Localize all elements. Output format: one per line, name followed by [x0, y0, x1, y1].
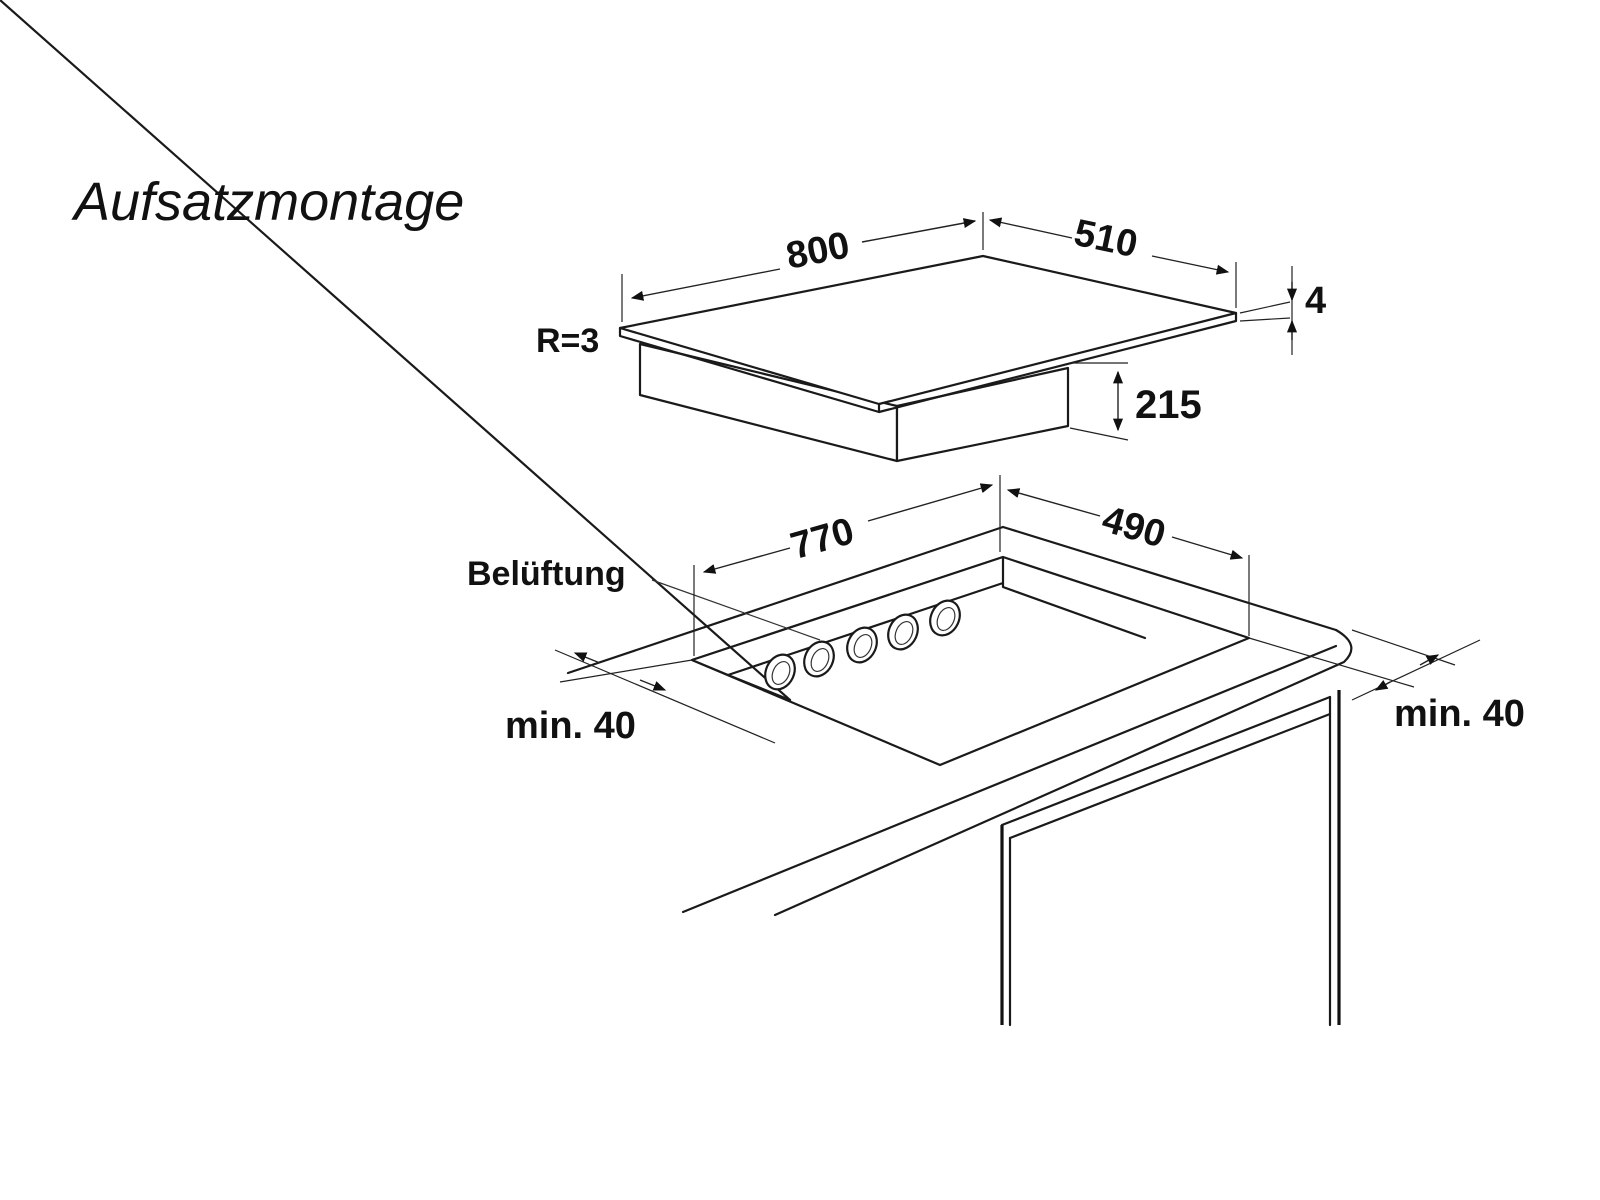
vent-hole [887, 613, 919, 651]
label-radius: R=3 [536, 322, 599, 360]
hob-glass-edge-side [877, 311, 1238, 414]
dim-hob-height: 215 [1069, 362, 1202, 441]
label-rear-clearance: min. 40 [1394, 693, 1525, 735]
countertop [566, 525, 1353, 1027]
ventilation-holes [764, 599, 961, 691]
countertop-cutout [0, 0, 1251, 767]
vent-hole [846, 626, 878, 664]
hob-box-side-face [895, 366, 1070, 463]
label-front-clearance: min. 40 [505, 705, 636, 747]
dim-glass-thickness: 4 [1239, 266, 1326, 355]
hob-glass-edge-front [618, 326, 881, 414]
dim-rear-clearance: min. 40 [1248, 629, 1525, 735]
vent-hole [803, 640, 835, 678]
vent-hole [929, 599, 961, 637]
dim-front-clearance: min. 40 [505, 649, 776, 747]
label-770: 770 [786, 510, 859, 568]
label-490: 490 [1098, 498, 1171, 556]
diagram-title: Aufsatzmontage [71, 172, 464, 232]
label-215: 215 [1135, 383, 1202, 427]
label-ventilation: Belüftung [467, 555, 626, 593]
ventilation-callout: Belüftung [467, 555, 821, 641]
label-800: 800 [783, 224, 853, 277]
label-510: 510 [1070, 212, 1141, 266]
vent-hole [764, 653, 796, 691]
hob-unit [618, 254, 1238, 463]
label-4: 4 [1305, 280, 1326, 322]
